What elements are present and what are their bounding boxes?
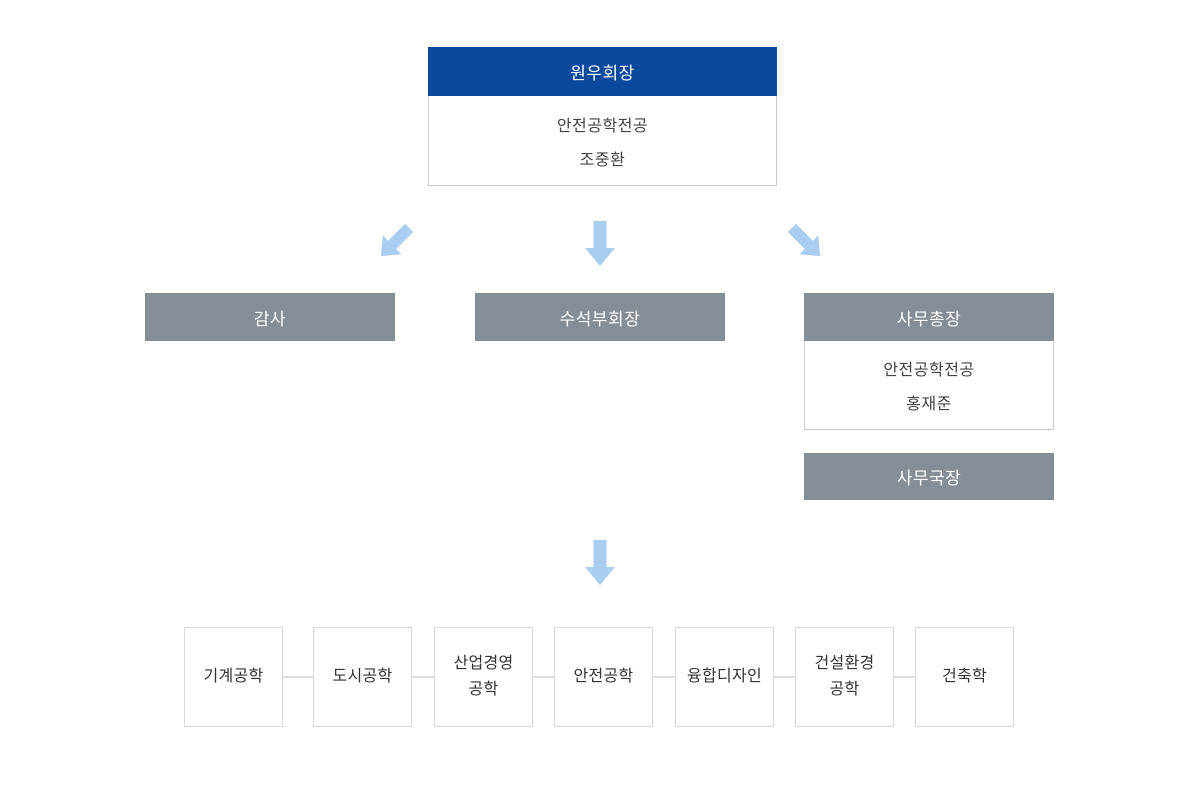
dept-box-urban: 도시공학 <box>313 627 412 727</box>
president-title: 원우회장 <box>428 47 777 96</box>
dept-box-mechanical: 기계공학 <box>184 627 283 727</box>
dept-box-convergence-design: 융합디자인 <box>675 627 774 727</box>
dept-box-safety: 안전공학 <box>554 627 653 727</box>
secretary-general-box: 사무총장 안전공학전공 홍재준 <box>804 293 1054 430</box>
secretary-general-major: 안전공학전공 <box>883 362 975 379</box>
dept-connector <box>653 676 675 678</box>
dept-box-construction-environment: 건설환경 공학 <box>795 627 894 727</box>
arrow-down-icon <box>585 221 615 266</box>
dept-connector <box>412 676 434 678</box>
secretary-general-details: 안전공학전공 홍재준 <box>804 341 1054 430</box>
secretary-general-name: 홍재준 <box>906 396 952 413</box>
dept-box-architecture: 건축학 <box>915 627 1014 727</box>
dept-connector <box>533 676 554 678</box>
office-director-box: 사무국장 <box>804 453 1054 500</box>
dept-connector <box>283 676 313 678</box>
secretary-general-title: 사무총장 <box>804 293 1054 341</box>
president-major: 안전공학전공 <box>556 117 649 135</box>
president-details: 안전공학전공 조중환 <box>428 96 777 186</box>
dept-connector <box>774 676 795 678</box>
dept-box-industrial-management: 산업경영 공학 <box>434 627 533 727</box>
arrow-down-icon <box>585 540 615 585</box>
arrow-down-left-icon <box>380 223 414 257</box>
arrow-down-right-icon <box>787 223 821 257</box>
president-name: 조중환 <box>579 151 626 169</box>
president-box: 원우회장 안전공학전공 조중환 <box>428 47 777 186</box>
senior-vice-president-box: 수석부회장 <box>475 293 725 341</box>
dept-connector <box>894 676 915 678</box>
auditor-box: 감사 <box>145 293 395 341</box>
